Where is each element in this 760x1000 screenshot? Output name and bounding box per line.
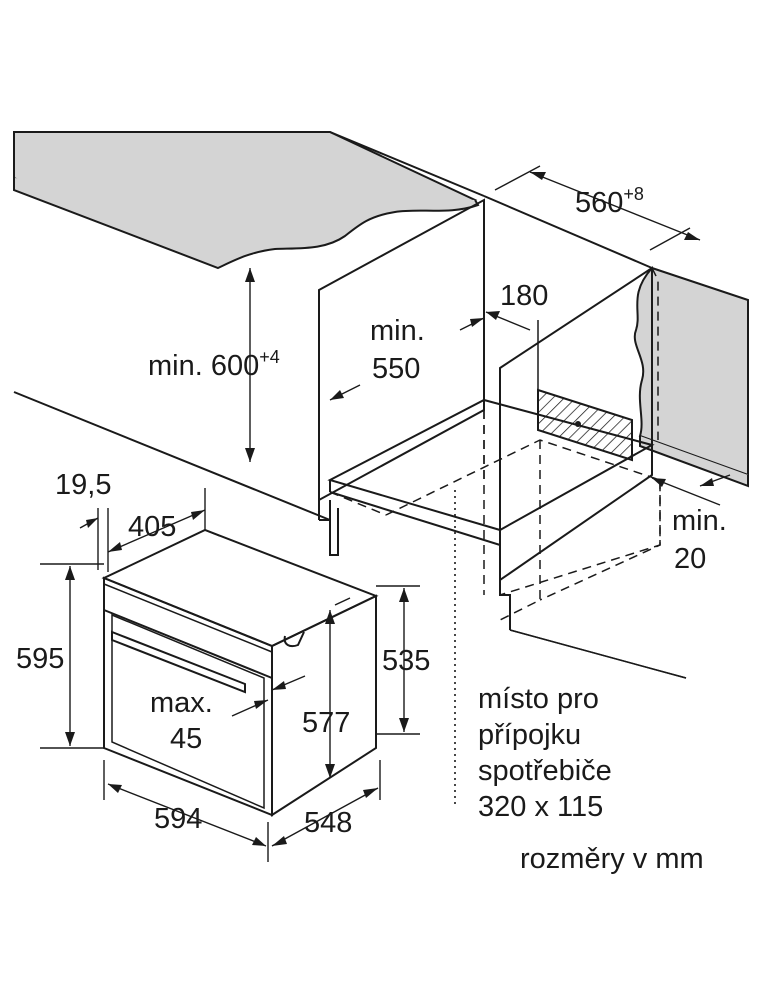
dim-19-5-label: 19,5	[55, 469, 111, 501]
oven	[101, 528, 379, 817]
connection-label-2: přípojku	[478, 719, 581, 751]
dim-595-label: 595	[16, 643, 64, 675]
countertop	[13, 131, 480, 270]
min-600-label: min. 600+4	[148, 347, 280, 382]
min-550-label-1: min.	[370, 315, 425, 347]
width-560-label: 560+8	[575, 184, 644, 219]
min-20-label-1: min.	[672, 505, 727, 537]
cabinet-niche	[318, 198, 687, 679]
countertop-right	[633, 266, 749, 488]
connection-label-3: spotřebiče	[478, 755, 612, 787]
dimension-lines	[40, 165, 731, 862]
units-label: rozměry v mm	[520, 843, 704, 875]
min-550-label-2: 550	[372, 353, 420, 385]
connection-label-1: místo pro	[478, 683, 599, 715]
labels: 560+8 180 min. 550 min. 600+4 min. 20 19…	[16, 184, 727, 875]
dim-548-label: 548	[304, 807, 352, 839]
dim-594-label: 594	[154, 803, 202, 835]
dim-535-label: 535	[382, 645, 430, 677]
max-45-label-2: 45	[170, 723, 202, 755]
dim-405-label: 405	[128, 511, 176, 543]
gap-180-label: 180	[500, 280, 548, 312]
connection-area	[537, 320, 633, 462]
max-45-label-1: max.	[150, 687, 213, 719]
min-20-label-2: 20	[674, 543, 706, 575]
dim-577-label: 577	[302, 707, 350, 739]
connection-label-4: 320 x 115	[478, 791, 603, 823]
